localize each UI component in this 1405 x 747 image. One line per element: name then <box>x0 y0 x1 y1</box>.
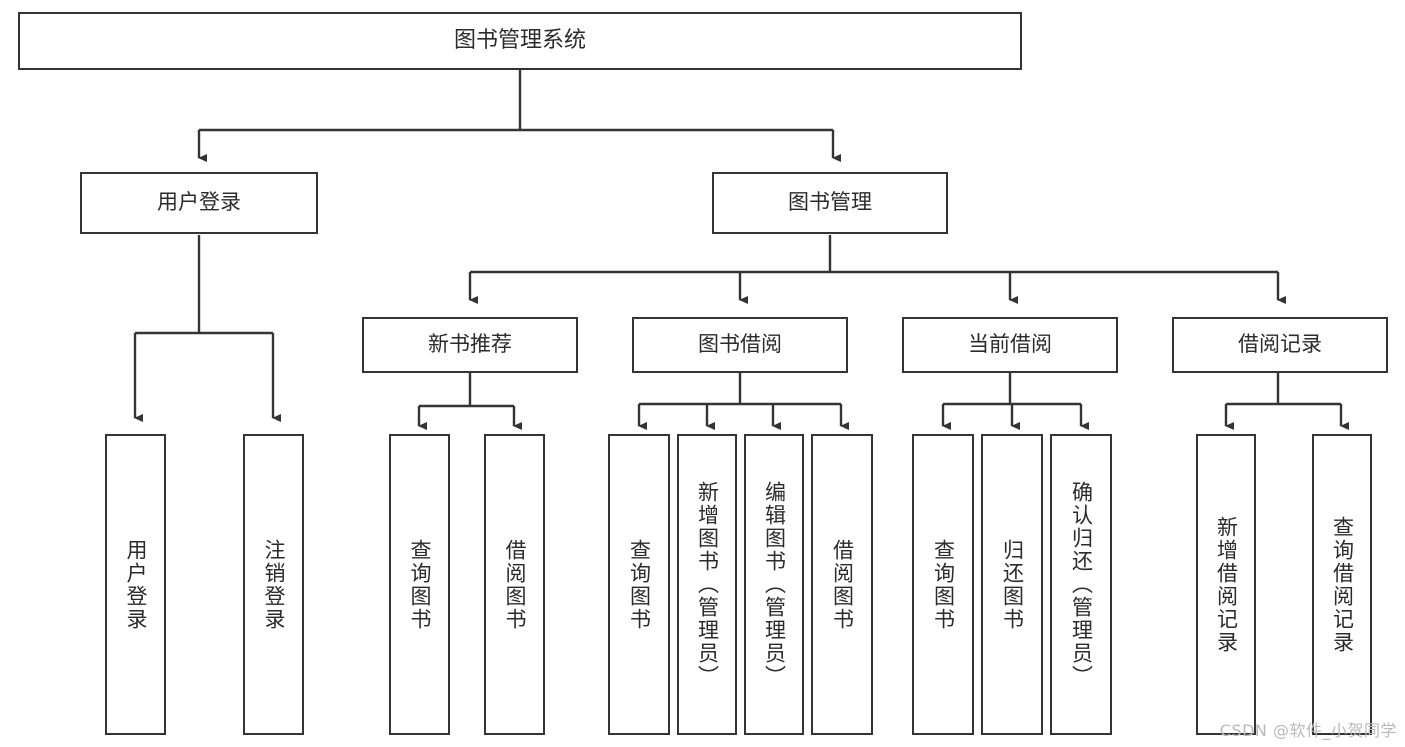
node-new-book-recommend[interactable]: 新书推荐 <box>362 317 578 373</box>
node-label: 借阅图书 <box>830 538 855 631</box>
node-label: 新增借阅记录 <box>1214 515 1239 654</box>
node-label: 查询图书 <box>408 538 432 631</box>
node-leaf-add-book-admin[interactable]: 新增图书（管理员） <box>677 434 737 735</box>
node-label: 用户登录 <box>124 538 148 631</box>
node-leaf-add-borrow-record[interactable]: 新增借阅记录 <box>1196 434 1256 735</box>
node-leaf-edit-book-admin[interactable]: 编辑图书（管理员） <box>744 434 804 735</box>
node-leaf-logout[interactable]: 注销登录 <box>243 434 304 735</box>
node-leaf-query-book-borrow[interactable]: 查询图书 <box>608 434 670 735</box>
node-label: 图书管理系统 <box>453 27 586 53</box>
node-label: 图书借阅 <box>698 332 782 357</box>
node-label: 编辑图书（管理员） <box>762 481 787 688</box>
node-leaf-query-book-newbook[interactable]: 查询图书 <box>389 434 450 735</box>
node-root-system[interactable]: 图书管理系统 <box>18 12 1022 70</box>
node-label: 新增图书（管理员） <box>695 481 720 688</box>
node-label: 查询借阅记录 <box>1330 515 1355 654</box>
node-label: 用户登录 <box>157 190 241 215</box>
watermark-text: CSDN @软件_小贺同学 <box>1219 721 1397 740</box>
node-label: 借阅记录 <box>1238 332 1322 357</box>
node-label: 查询图书 <box>931 538 956 631</box>
node-leaf-query-borrow-record[interactable]: 查询借阅记录 <box>1312 434 1372 735</box>
node-label: 查询图书 <box>627 538 652 631</box>
node-label: 注销登录 <box>262 538 286 631</box>
node-current-borrow[interactable]: 当前借阅 <box>902 317 1118 373</box>
node-leaf-lend-book[interactable]: 借阅图书 <box>811 434 873 735</box>
node-label: 新书推荐 <box>428 332 512 357</box>
node-leaf-query-book-current[interactable]: 查询图书 <box>912 434 974 735</box>
node-label: 当前借阅 <box>968 332 1052 357</box>
node-user-login[interactable]: 用户登录 <box>80 172 318 234</box>
node-leaf-return-book[interactable]: 归还图书 <box>981 434 1043 735</box>
node-label: 归还图书 <box>1000 538 1025 631</box>
node-label: 借阅图书 <box>503 538 527 631</box>
node-book-management[interactable]: 图书管理 <box>712 172 948 234</box>
node-book-borrow[interactable]: 图书借阅 <box>632 317 848 373</box>
node-borrow-record[interactable]: 借阅记录 <box>1172 317 1388 373</box>
node-leaf-confirm-return-admin[interactable]: 确认归还（管理员） <box>1050 434 1112 735</box>
node-label: 图书管理 <box>788 190 872 215</box>
node-label: 确认归还（管理员） <box>1069 481 1094 688</box>
node-leaf-user-login[interactable]: 用户登录 <box>105 434 166 735</box>
node-leaf-borrow-book-newbook[interactable]: 借阅图书 <box>484 434 545 735</box>
